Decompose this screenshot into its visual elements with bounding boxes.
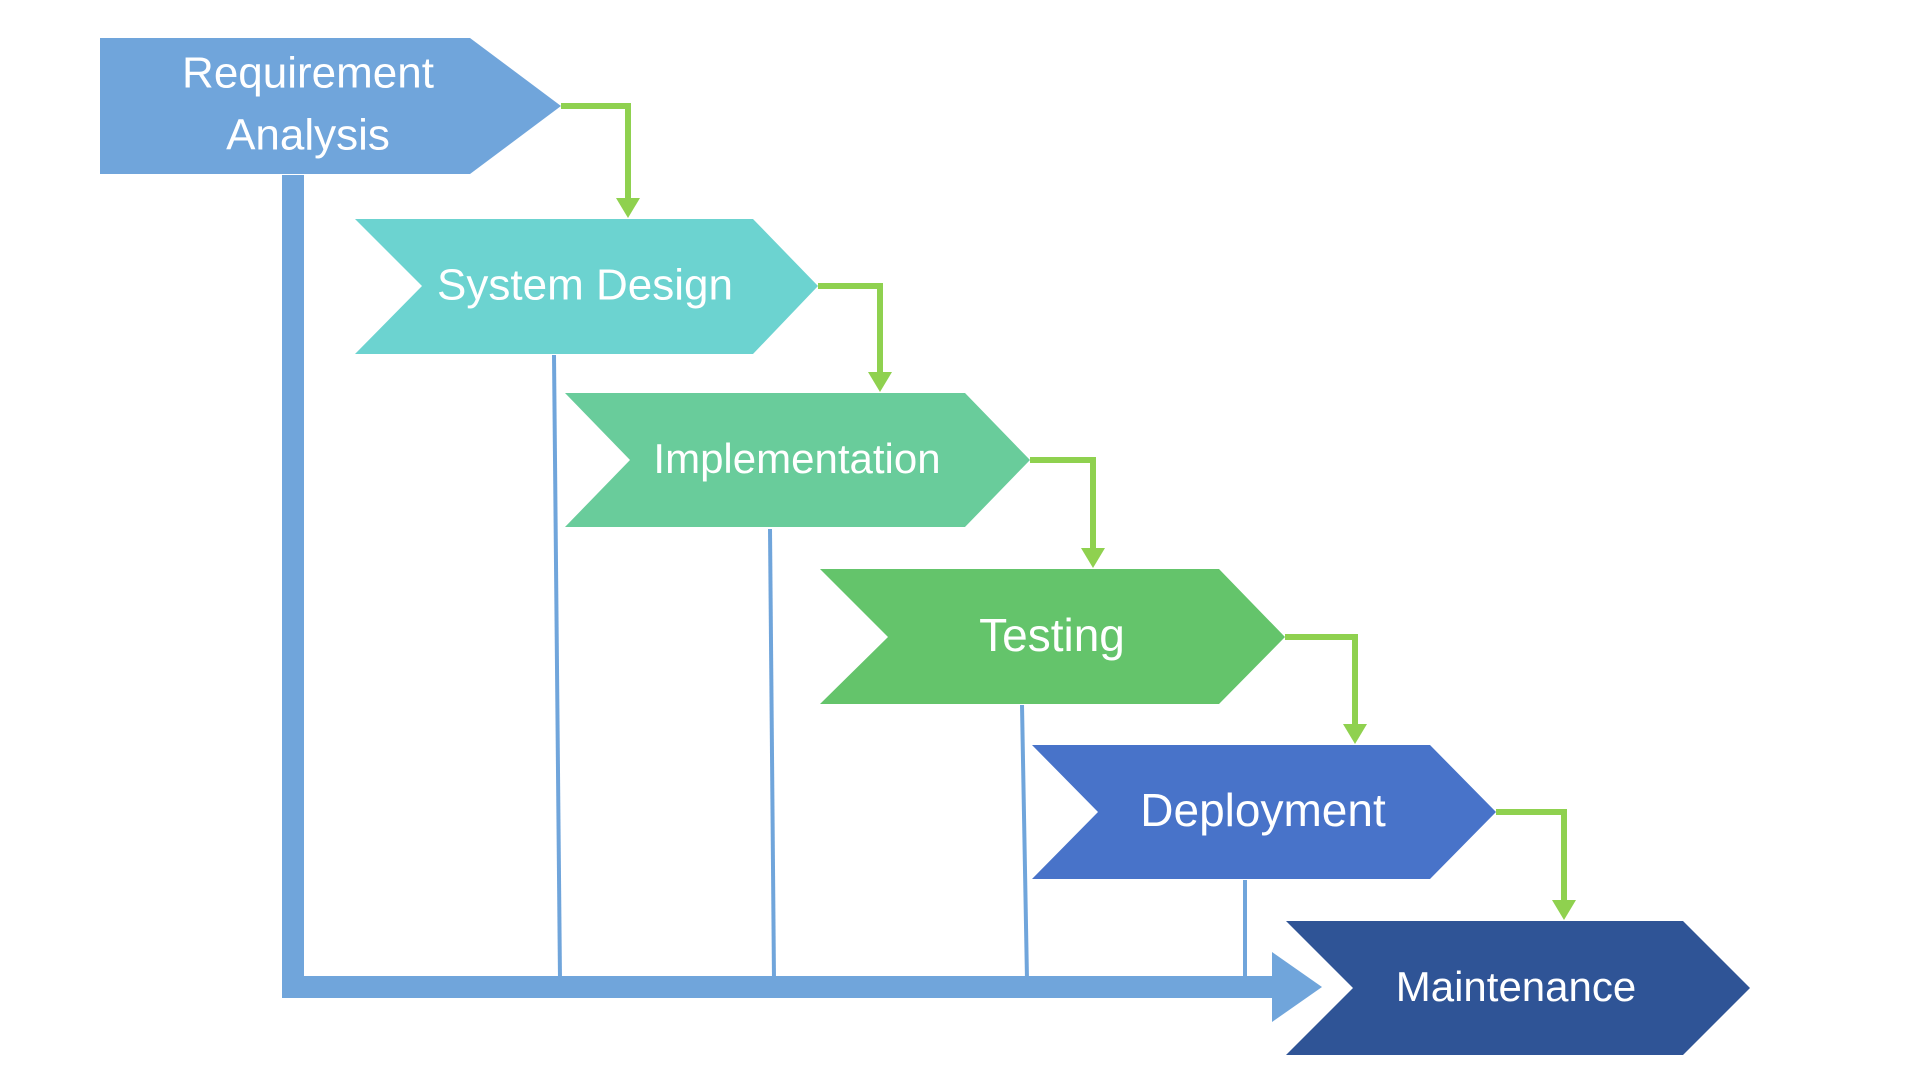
stage-label-implementation: Implementation — [653, 435, 940, 482]
feedback-lines — [282, 175, 1322, 1022]
flow-arrows — [561, 103, 1576, 920]
feedback-line-system-design — [552, 354, 562, 981]
stages — [100, 38, 1750, 1055]
stage-label-testing: Testing — [979, 609, 1125, 661]
stage-shape-requirement-analysis — [100, 38, 561, 174]
feedback-arrowhead — [1272, 952, 1322, 1022]
flow-arrow-1 — [561, 103, 640, 218]
stage-labels: Requirement Analysis System Design Imple… — [182, 49, 1636, 1010]
flow-arrow-3 — [1030, 457, 1105, 568]
stage-shape-testing — [820, 569, 1285, 704]
stage-shape-system-design — [355, 219, 818, 354]
feedback-line-testing — [1020, 704, 1029, 981]
stage-shape-implementation — [565, 393, 1030, 527]
flow-arrow-2 — [818, 283, 892, 392]
stage-label-requirement-analysis-line2: Analysis — [226, 111, 390, 160]
stage-label-maintenance: Maintenance — [1396, 963, 1637, 1010]
flow-arrow-5 — [1496, 809, 1576, 920]
stage-label-requirement-analysis: Requirement — [182, 49, 434, 98]
stage-label-system-design: System Design — [437, 261, 733, 310]
stage-label-deployment: Deployment — [1140, 784, 1386, 836]
feedback-line-implementation — [768, 528, 776, 981]
stage-shape-deployment — [1032, 745, 1496, 879]
feedback-main-path — [282, 175, 1290, 998]
flow-arrow-4 — [1285, 634, 1367, 744]
stage-shape-maintenance — [1286, 921, 1750, 1055]
